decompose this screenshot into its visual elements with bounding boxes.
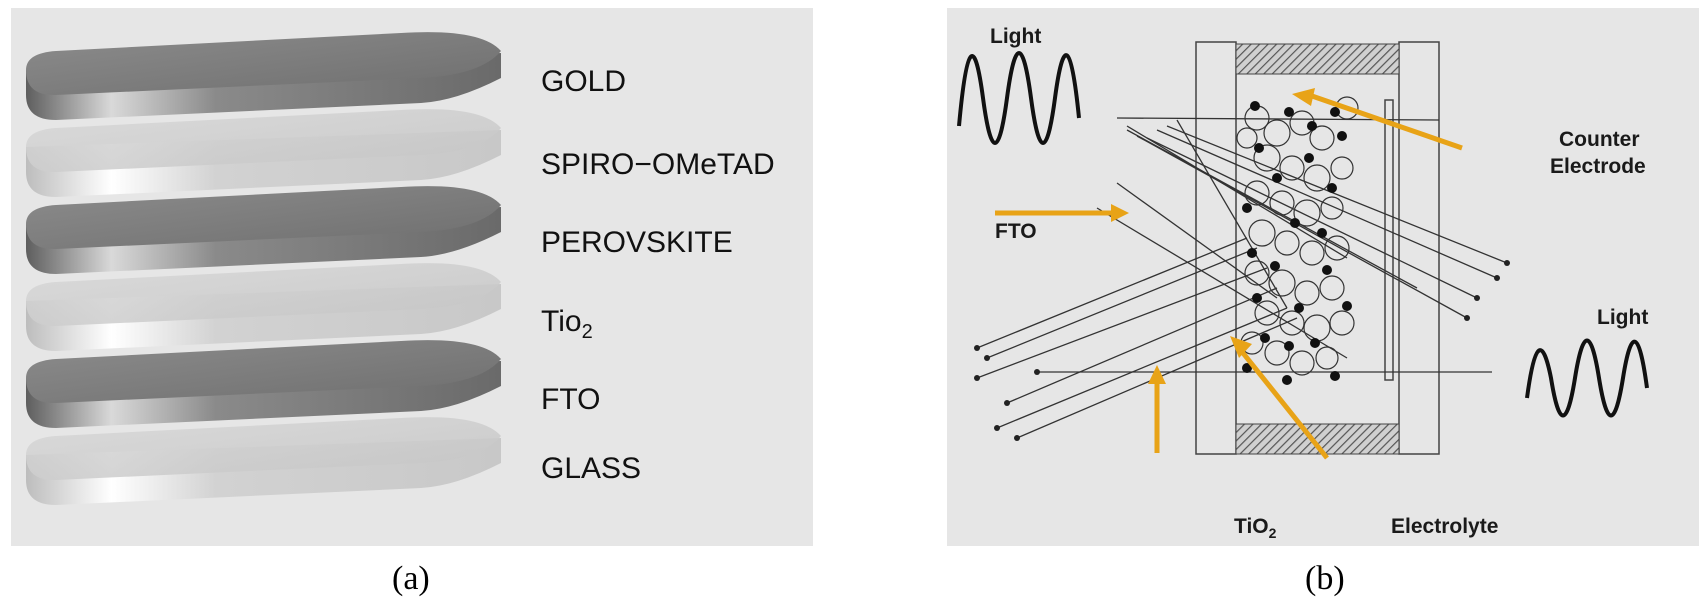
label-gold: GOLD xyxy=(541,65,627,98)
label-electrode: Electrode xyxy=(1550,155,1646,178)
slab-glass xyxy=(26,417,501,505)
dye-molecules xyxy=(1242,101,1352,385)
slab-tio2 xyxy=(26,263,501,351)
dssc-drawing xyxy=(957,41,1649,460)
light-wave-top xyxy=(957,51,1081,145)
label-counter: Counter xyxy=(1559,128,1640,151)
slab-fto xyxy=(26,340,501,428)
caption-b: (b) xyxy=(1305,560,1345,597)
glass-plate-left xyxy=(1195,41,1237,455)
counter-electrode xyxy=(1384,99,1394,381)
label-light-right: Light xyxy=(1597,306,1649,329)
dssc-schematic-panel: Light Counter Electrode FTO Light TiO2 E… xyxy=(947,8,1699,546)
label-tio2-b-text: TiO xyxy=(1234,515,1269,538)
ray-arrowheads xyxy=(974,260,1510,441)
light-rays xyxy=(976,117,1508,439)
perovskite-stack-panel: GOLD SPIRO−OMeTAD PEROVSKITE Tio2 FTO GL… xyxy=(11,8,813,546)
glass-plate-right xyxy=(1398,41,1440,455)
label-perovskite: PEROVSKITE xyxy=(541,226,733,259)
slab-perovskite xyxy=(26,186,501,274)
label-light-top: Light xyxy=(990,25,1042,48)
caption-a: (a) xyxy=(392,560,430,597)
slab-gold xyxy=(26,32,501,120)
light-wave-right xyxy=(1525,338,1649,418)
label-glass: GLASS xyxy=(541,452,642,485)
layer-stack-drawing xyxy=(26,32,501,505)
seal-top xyxy=(1235,43,1400,75)
label-electrolyte: Electrolyte xyxy=(1391,515,1499,538)
label-tio2-subscript: 2 xyxy=(581,321,593,343)
label-tio2: Tio2 xyxy=(541,305,593,344)
label-tio2-b: TiO2 xyxy=(1234,513,1276,547)
label-tio2-b-subscript: 2 xyxy=(1268,525,1277,542)
label-fto: FTO xyxy=(541,383,601,416)
label-tio2-text: Tio xyxy=(541,305,582,338)
slab-spiro xyxy=(26,109,501,197)
label-fto-b: FTO xyxy=(995,220,1037,243)
arrowheads xyxy=(1111,88,1315,384)
label-spiro-ometad: SPIRO−OMeTAD xyxy=(541,148,775,181)
label-arrows xyxy=(995,93,1463,460)
